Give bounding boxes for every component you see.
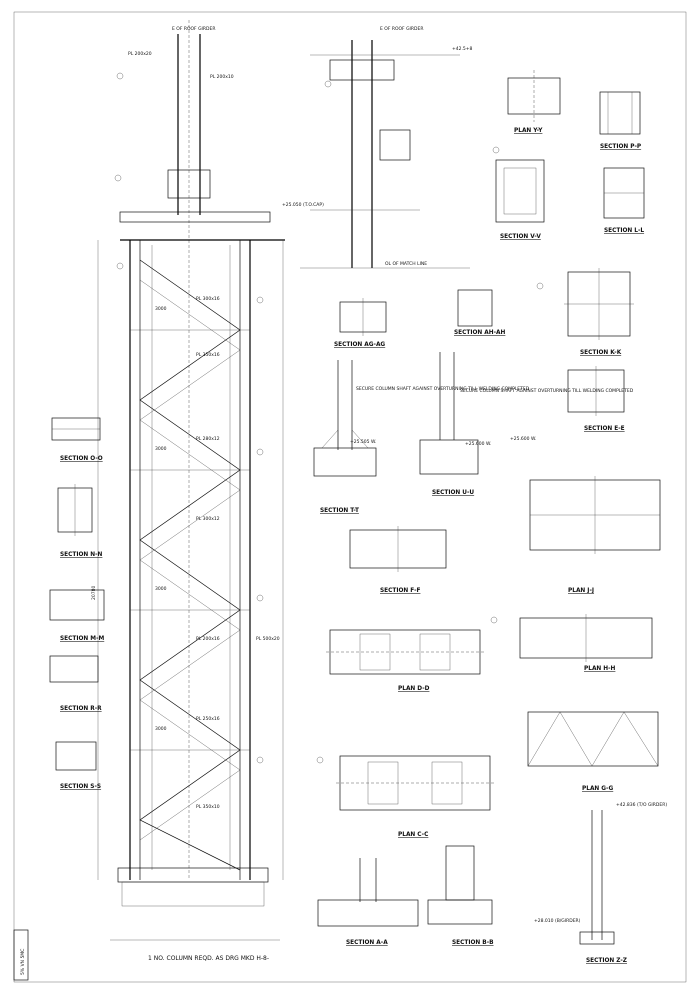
member-tag: PL 300x12 <box>196 516 220 522</box>
section-title: SECTION K-K <box>580 350 622 356</box>
level-text: +25.600 W. <box>510 436 536 442</box>
section-nn: SECTION N-N <box>57 484 103 558</box>
section-title: SECTION U-U <box>432 490 474 496</box>
dim-tag: 3000 <box>155 446 167 452</box>
plan-cc: PLAN C-C <box>336 755 494 838</box>
level-text: +28.010 (B/GIRDER) <box>534 918 581 924</box>
overall-dim: 20780 <box>91 586 97 600</box>
section-ll: SECTION L-L <box>603 167 644 234</box>
section-ah: SECTION AH-AH <box>454 289 506 336</box>
member-tag: PL 280x12 <box>196 436 220 442</box>
side-tab-text: 5% VN 5MC <box>20 949 26 975</box>
base-plate <box>117 867 269 883</box>
section-title: PLAN Y-Y <box>514 128 543 134</box>
section-title: SECTION O-O <box>60 456 103 462</box>
section-title: SECTION T-T <box>320 508 359 514</box>
callout-balloons <box>114 72 544 764</box>
plan-hh: PLAN H-H <box>519 614 653 672</box>
section-title: SECTION Z-Z <box>586 958 627 964</box>
section-title: SECTION N-N <box>60 552 103 558</box>
section-title: SECTION S-S <box>60 784 101 790</box>
section-aa: SECTION A-A <box>317 858 419 946</box>
section-ss: SECTION S-S <box>55 741 101 790</box>
member-tag: PL 500x20 <box>256 636 280 642</box>
section-ee: SECTION E-E <box>567 366 625 432</box>
side-tab <box>13 929 29 981</box>
member-tag: PL 200x10 <box>210 74 234 80</box>
member-tag: PL 250x16 <box>196 716 220 722</box>
section-title: PLAN D-D <box>398 686 430 692</box>
dim-tag: 3000 <box>155 586 167 592</box>
section-ag: SECTION AG-AG <box>334 298 387 348</box>
upper-stiffener <box>379 129 411 161</box>
elevation-top-label: E OF ROOF GIRDER <box>172 26 215 32</box>
note-text: SECURE COLUMN SHAFT AGAINST OVERTURNING … <box>460 388 634 394</box>
section-bb: SECTION B-B <box>427 845 494 946</box>
cap-plate <box>119 211 271 223</box>
plan-jj: +25.600 W. PLAN J-J <box>510 436 661 594</box>
section-mm: SECTION M-M <box>49 589 104 642</box>
main-column-elevation: E OF ROOF GIRDER +25.050 (T.O.CAP) 1 NO.… <box>91 20 324 962</box>
upper-top-label: E OF ROOF GIRDER <box>380 26 423 32</box>
section-title: SECTION B-B <box>452 940 494 946</box>
level-label-1: +25.050 (T.O.CAP) <box>282 202 324 208</box>
upper-shaft-elevation: E OF ROOF GIRDER +42.5+8 OL OF MATCH LIN… <box>300 26 473 269</box>
member-tag: PL 350x16 <box>196 352 220 358</box>
level-text: +25.600 W. <box>465 441 491 447</box>
section-rr: SECTION R-R <box>49 655 102 712</box>
section-ff: SECTION F-F <box>349 526 447 594</box>
plan-yy: PLAN Y-Y <box>507 70 561 134</box>
section-tt: SECURE COLUMN SHAFT AGAINST OVERTURNING … <box>313 360 530 514</box>
lacing-diagonals-secondary <box>139 279 241 841</box>
section-zz: +42.836 (T/O GIRDER) +28.010 (B/GIRDER) … <box>534 802 667 964</box>
member-tag: PL 200x20 <box>128 51 152 57</box>
section-title: SECTION P-P <box>600 144 642 150</box>
note-text: SECURE COLUMN SHAFT AGAINST OVERTURNING … <box>356 386 530 392</box>
plan-dd: PLAN D-D <box>326 629 484 692</box>
member-tag: PL 350x10 <box>196 804 220 810</box>
section-title: PLAN H-H <box>584 666 616 672</box>
section-title: PLAN C-C <box>398 832 428 838</box>
section-oo: SECTION O-O <box>51 417 103 462</box>
sheet-border <box>13 11 687 983</box>
section-title: SECTION AH-AH <box>454 330 506 336</box>
section-vv: SECTION V-V <box>495 159 545 240</box>
section-title: SECTION L-L <box>604 228 644 234</box>
section-title: PLAN J-J <box>568 588 594 594</box>
section-title: SECTION V-V <box>500 234 541 240</box>
level-text: +42.836 (T/O GIRDER) <box>616 802 667 808</box>
section-title: SECTION A-A <box>346 940 388 946</box>
section-title: SECTION F-F <box>380 588 420 594</box>
dim-tag: 3000 <box>155 726 167 732</box>
section-title: SECTION R-R <box>60 706 102 712</box>
section-title: SECTION AG-AG <box>334 342 385 348</box>
level-text: +25.505 W. <box>350 439 376 445</box>
upper-level: +42.5+8 <box>452 46 473 52</box>
section-title: SECTION M-M <box>60 636 104 642</box>
base-foundation <box>121 881 265 907</box>
section-pp: SECTION P-P <box>599 91 642 150</box>
plan-gg: PLAN G-G <box>527 711 659 792</box>
section-title: SECTION E-E <box>584 426 625 432</box>
cap-bracket <box>167 169 211 199</box>
match-label: OL OF MATCH LINE <box>385 261 427 267</box>
upper-bracket <box>329 59 395 81</box>
section-kk: SECTION K-K <box>564 268 634 356</box>
dim-tag: 3000 <box>155 306 167 312</box>
member-tag: PL 200x16 <box>196 636 220 642</box>
main-note: 1 NO. COLUMN REQD. AS DRG MKD H-8- <box>148 955 269 962</box>
section-uu: SECURE COLUMN SHAFT AGAINST OVERTURNING … <box>419 352 634 496</box>
lacing-diagonals <box>139 259 241 871</box>
section-title: PLAN G-G <box>582 786 613 792</box>
member-tag: PL 300x16 <box>196 296 220 302</box>
